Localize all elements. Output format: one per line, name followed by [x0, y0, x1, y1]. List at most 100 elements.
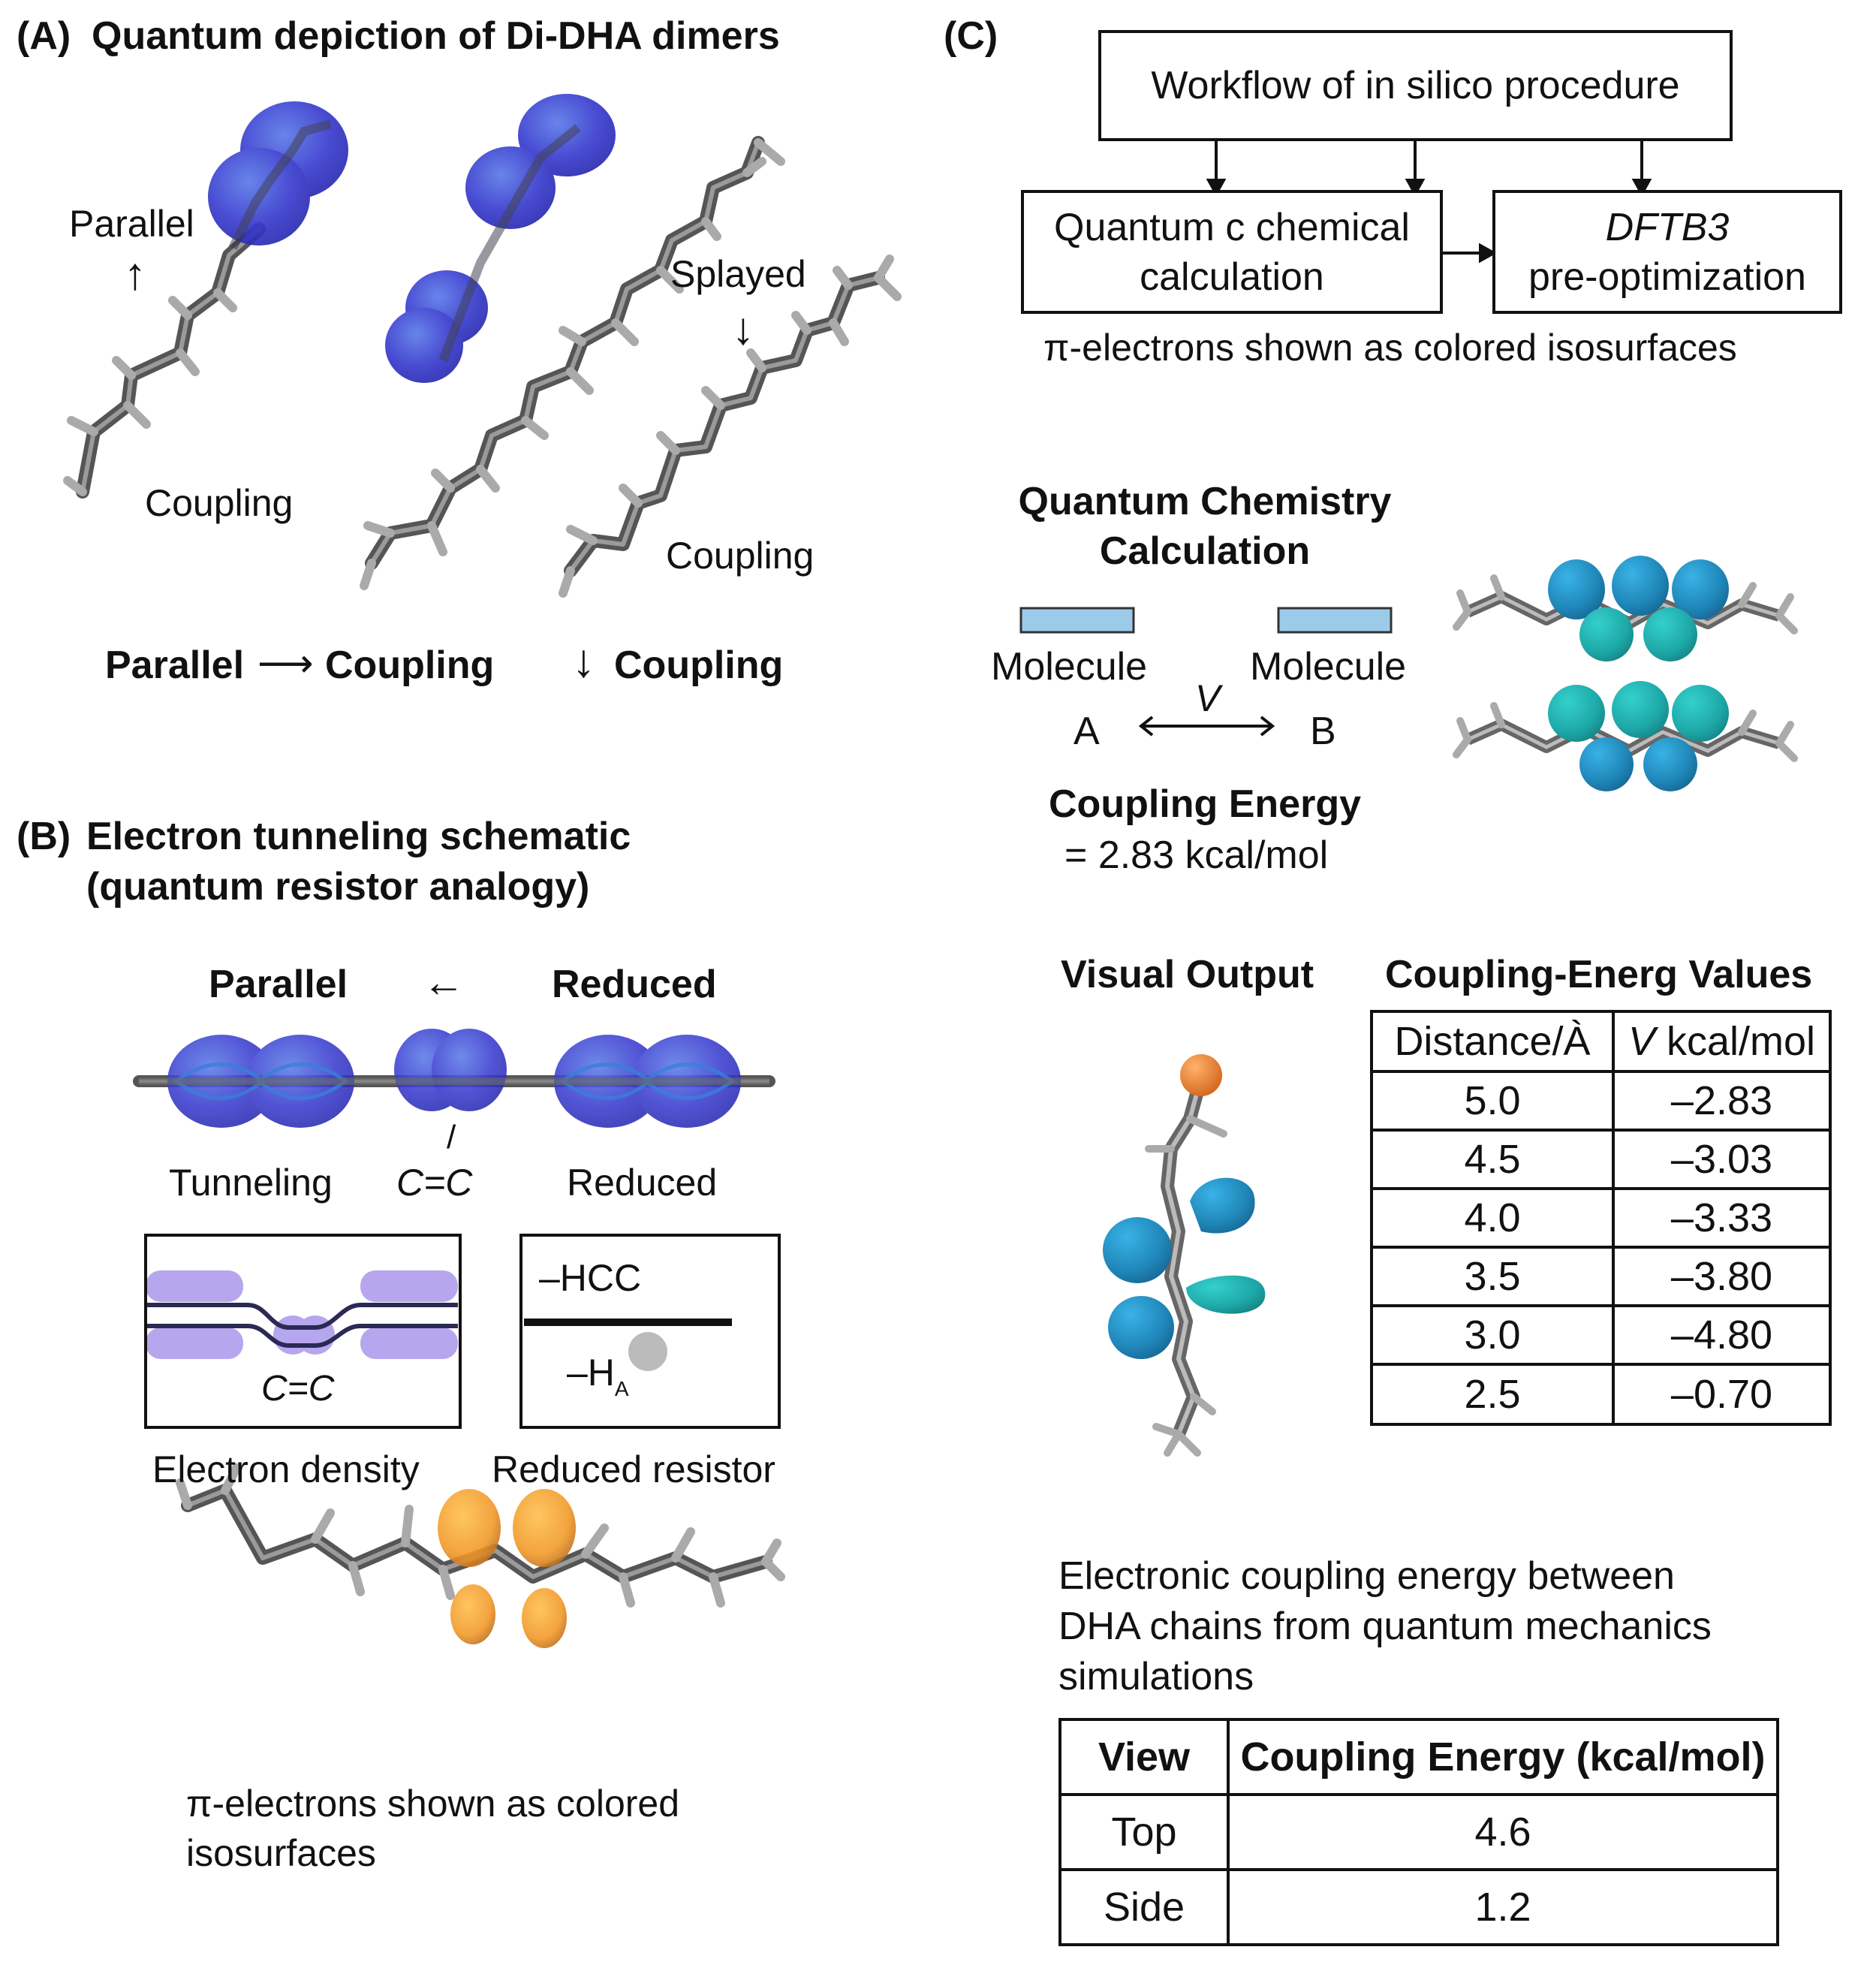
- label-splayed: Splayed: [670, 253, 806, 295]
- h-label: –HA: [567, 1354, 629, 1400]
- v-unit: kcal/mol: [1655, 1019, 1816, 1064]
- reduced-resistor-box: [519, 1234, 781, 1429]
- electron-density-caption: Electron density: [152, 1448, 420, 1490]
- coupling-cell: –4.80: [1612, 1304, 1832, 1366]
- distance-cell: 3.0: [1370, 1304, 1615, 1366]
- table-row: 3.0–4.80: [1370, 1304, 1832, 1366]
- dftb3-box: DFTB3 pre-optimization: [1492, 190, 1842, 314]
- label-coupling-right: Coupling: [666, 535, 815, 577]
- h-label-main: –H: [567, 1352, 615, 1394]
- coupling-cell: –2.83: [1612, 1070, 1832, 1132]
- up-arrow-icon: ↑: [124, 249, 146, 299]
- v-label: V: [1195, 677, 1221, 719]
- label-slash: /: [447, 1119, 456, 1156]
- table-row: 4.0–3.33: [1370, 1187, 1832, 1249]
- panel-b-tag: (B): [17, 815, 71, 858]
- label-coupling-left: Coupling: [145, 482, 294, 524]
- quantum-calc-line1: Quantum c chemical: [1054, 205, 1410, 249]
- table-row: 5.0–2.83: [1370, 1070, 1832, 1132]
- b-label: B: [1310, 710, 1336, 753]
- table-row: 3.5–3.80: [1370, 1246, 1832, 1307]
- view-cell: Top: [1058, 1793, 1230, 1871]
- panel-a-title: Quantum depiction of Di-DHA dimers: [92, 14, 780, 58]
- long-arrow-icon: ⟶: [257, 642, 314, 686]
- dha-chain-middle: [360, 136, 785, 590]
- workflow-title-box: Workflow of in silico procedure: [1098, 30, 1733, 141]
- orange-orbitals: [438, 1489, 576, 1648]
- summary-line3: simulations: [1058, 1655, 1254, 1698]
- dftb3-line2: pre-optimization: [1528, 255, 1806, 299]
- header-reduced: Reduced: [552, 963, 717, 1006]
- qcc-title-line2: Calculation: [1099, 529, 1311, 573]
- quantum-calc-box: Quantum c chemical calculation: [1021, 190, 1443, 314]
- view-column-header: View: [1058, 1718, 1230, 1796]
- coupling-values-title: Coupling-Energ Values: [1385, 953, 1813, 996]
- orbital-blob-middle: [385, 94, 616, 383]
- dimer-render-bottom: [1453, 681, 1798, 791]
- distance-column-header: Distance/À: [1370, 1010, 1615, 1073]
- distance-cell: 4.5: [1370, 1129, 1615, 1190]
- electron-density-drawing: [146, 1270, 458, 1359]
- pi-caption-line1: π-electrons shown as colored: [186, 1783, 680, 1825]
- view-cell: Side: [1058, 1868, 1230, 1946]
- reduced-resistor-drawing: [524, 1318, 732, 1371]
- hcc-label: –HCC: [539, 1257, 642, 1299]
- header-parallel: Parallel: [209, 963, 348, 1006]
- h-label-sub: A: [614, 1377, 629, 1400]
- distance-cell: 2.5: [1370, 1363, 1615, 1426]
- coupling-cell: –3.03: [1612, 1129, 1832, 1190]
- coupling-energy-title: Coupling Energy: [1049, 782, 1361, 826]
- distance-coupling-table: Distance/À V kcal/mol 5.0–2.83 4.5–3.03 …: [1370, 1010, 1832, 1426]
- molecule-b-box: [1277, 607, 1393, 634]
- workflow-pi-caption: π-electrons shown as colored isosurfaces: [1043, 327, 1737, 369]
- distance-cell: 3.5: [1370, 1246, 1615, 1307]
- tunneling-rod: [133, 1029, 775, 1128]
- coupling-energy-value: = 2.83 kcal/mol: [1064, 833, 1329, 877]
- summary-parallel: Parallel: [105, 643, 245, 687]
- pi-caption-line2: isosurfaces: [186, 1832, 376, 1874]
- molecule-b-label: Molecule: [1250, 645, 1407, 689]
- reduced-resistor-caption: Reduced resistor: [492, 1448, 775, 1490]
- workflow-arrows: [1206, 139, 1652, 264]
- panel-a-tag: (A): [17, 14, 71, 58]
- workflow-title: Workflow of in silico procedure: [1151, 64, 1680, 107]
- coupling-energy-column-header: Coupling Energy (kcal/mol): [1227, 1718, 1779, 1796]
- coupling-cell: –3.33: [1612, 1187, 1832, 1249]
- summary-coupling-2: Coupling: [614, 643, 784, 687]
- panel-b-title-line1: Electron tunneling schematic: [86, 815, 631, 858]
- panel-b-title-line2: (quantum resistor analogy): [86, 865, 590, 909]
- molecule-a-label: Molecule: [991, 645, 1148, 689]
- orbital-blob-parallel: [208, 101, 348, 250]
- visual-output-title: Visual Output: [1061, 953, 1314, 996]
- visual-output-molecule: [1103, 1054, 1266, 1457]
- label-cc: C=C: [396, 1162, 473, 1204]
- table-header-row: View Coupling Energy (kcal/mol): [1058, 1718, 1779, 1796]
- quantum-calc-line2: calculation: [1140, 255, 1324, 299]
- summary-down-arrow-icon: ↓: [572, 635, 595, 687]
- table-row: 4.5–3.03: [1370, 1129, 1832, 1190]
- a-label: A: [1074, 710, 1100, 753]
- dimer-render-top: [1453, 556, 1798, 662]
- dha-chain-splayed: [559, 255, 902, 598]
- left-arrow-icon: ←: [423, 958, 465, 1005]
- table-header-row: Distance/À V kcal/mol: [1370, 1010, 1832, 1073]
- summary-line2: DHA chains from quantum mechanics: [1058, 1605, 1712, 1648]
- energy-cell: 1.2: [1227, 1868, 1779, 1946]
- label-parallel: Parallel: [69, 203, 194, 245]
- dha-chain-parallel-left: [63, 222, 266, 499]
- v-column-header: V kcal/mol: [1612, 1010, 1832, 1073]
- qcc-title-line1: Quantum Chemistry: [1018, 480, 1392, 523]
- density-cc-label: C=C: [261, 1369, 335, 1409]
- summary-line1: Electronic coupling energy between: [1058, 1554, 1675, 1598]
- energy-cell: 4.6: [1227, 1793, 1779, 1871]
- coupling-cell: –3.80: [1612, 1246, 1832, 1307]
- panel-c-tag: (C): [944, 14, 998, 58]
- label-reduced: Reduced: [567, 1162, 718, 1204]
- label-tunneling: Tunneling: [169, 1162, 333, 1204]
- table-row: 2.5–0.70: [1370, 1363, 1832, 1426]
- distance-cell: 5.0: [1370, 1070, 1615, 1132]
